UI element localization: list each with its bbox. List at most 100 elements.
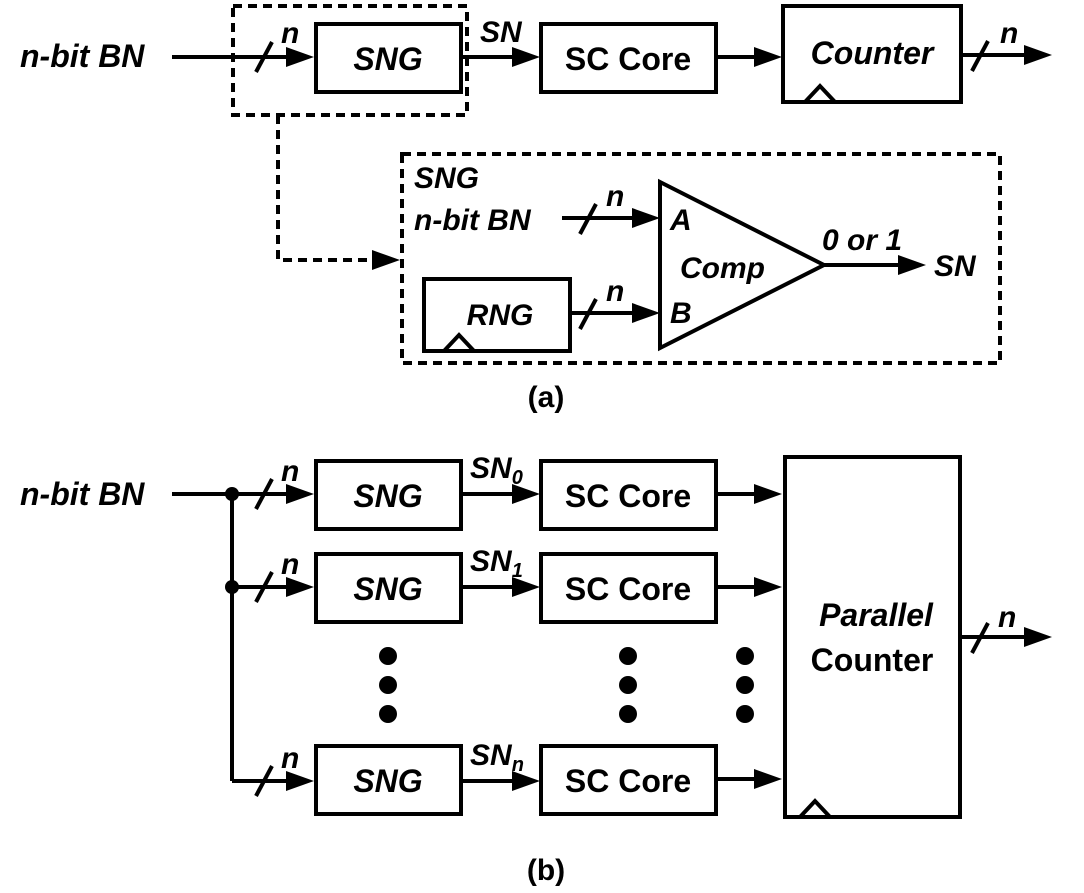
b-row-n: n SNG SNn SC Core bbox=[232, 739, 782, 816]
b-ellipsis-dot bbox=[379, 705, 397, 723]
a-detail-a-bus-slash bbox=[578, 203, 598, 235]
b-row-0-sn-sub: 0 bbox=[512, 467, 523, 489]
b-row-1: n SNG SN1 SC Core bbox=[232, 545, 782, 624]
a-sc-core-label: SC Core bbox=[565, 41, 691, 77]
b-ellipsis-dot bbox=[736, 705, 754, 723]
b-counter-clock-icon bbox=[798, 798, 832, 819]
a-rng-box bbox=[422, 277, 572, 353]
b-row-n-sn-arrowhead bbox=[512, 771, 540, 791]
b-ellipsis-dot bbox=[736, 647, 754, 665]
a-detail-output-label: SN bbox=[934, 250, 977, 283]
b-parallel-counter-box bbox=[783, 455, 962, 819]
b-row-1-sng-label: SNG bbox=[353, 571, 422, 607]
b-row-n-sn-sub: n bbox=[512, 754, 524, 776]
b-row-0-in-arrowhead bbox=[286, 484, 314, 504]
a-counter-clock-icon bbox=[803, 83, 837, 104]
a-detail-connector-arrowhead bbox=[372, 250, 400, 270]
b-row-0-sn-label: SN0 bbox=[470, 452, 523, 489]
b-row-1-in-arrowhead bbox=[286, 577, 314, 597]
b-row-1-out-arrowhead bbox=[754, 577, 782, 597]
a-input-label: n-bit BN bbox=[20, 38, 145, 74]
a-detail-b-arrowhead bbox=[632, 303, 660, 323]
a-sc-core-box bbox=[539, 22, 718, 94]
b-caption: (b) bbox=[527, 854, 565, 887]
b-row-1-bus-label: n bbox=[281, 548, 299, 581]
figure-a: n-bit BN n SNG SN SC Core Counter n bbox=[20, 4, 1052, 414]
b-ellipsis-dot bbox=[619, 647, 637, 665]
a-bus-slash bbox=[254, 41, 274, 73]
a-output-bus-slash bbox=[970, 40, 990, 72]
a-sn-label: SN bbox=[480, 16, 523, 49]
b-input-label: n-bit BN bbox=[20, 476, 145, 512]
a-detail-a-arrowhead bbox=[632, 208, 660, 228]
a-port-b-label: B bbox=[670, 297, 692, 330]
b-row-0-sng-label: SNG bbox=[353, 478, 422, 514]
a-port-a-label: A bbox=[669, 204, 692, 237]
b-counter-line1: Parallel bbox=[819, 597, 934, 633]
b-row-n-in-arrowhead bbox=[286, 771, 314, 791]
b-row-0-sng-box bbox=[314, 459, 463, 531]
b-row-0-sc-core-box bbox=[539, 459, 718, 531]
b-ellipsis-dot bbox=[619, 705, 637, 723]
a-detail-b-bus-label: n bbox=[606, 275, 624, 308]
b-row-1-sng-box bbox=[314, 552, 463, 624]
b-ellipsis-dot bbox=[379, 676, 397, 694]
a-sng-box bbox=[314, 22, 463, 94]
b-counter-line2: Counter bbox=[811, 642, 934, 678]
b-row-n-sng-box bbox=[314, 744, 463, 816]
b-row-0-sn-base: SN bbox=[470, 452, 513, 485]
a-counter-box bbox=[781, 4, 963, 104]
b-row-0-sc-core-label: SC Core bbox=[565, 478, 691, 514]
b-ellipsis-dot bbox=[379, 647, 397, 665]
b-row-1-sn-arrowhead bbox=[512, 577, 540, 597]
b-row-n-sng-label: SNG bbox=[353, 763, 422, 799]
a-core-out-arrowhead bbox=[754, 47, 782, 67]
a-detail-input-label: n-bit BN bbox=[414, 204, 532, 237]
a-sn-arrowhead bbox=[512, 47, 540, 67]
b-output-bus-slash bbox=[970, 622, 990, 654]
b-output-arrowhead bbox=[1024, 627, 1052, 647]
b-row-0-bus-slash bbox=[254, 478, 274, 510]
a-caption: (a) bbox=[528, 381, 565, 414]
b-row-1-sn-label: SN1 bbox=[470, 545, 523, 582]
b-row-0-out-arrowhead bbox=[754, 484, 782, 504]
b-row-n-sn-base: SN bbox=[470, 739, 513, 772]
a-sng-highlight bbox=[231, 4, 469, 117]
b-row-n-bus-label: n bbox=[281, 742, 299, 775]
b-row-n-out-arrowhead bbox=[754, 769, 782, 789]
b-row-1-sn-sub: 1 bbox=[512, 560, 523, 582]
b-ellipsis-dot bbox=[736, 676, 754, 694]
a-output-value: 0 or 1 bbox=[822, 224, 902, 257]
a-detail-a-bus-label: n bbox=[606, 180, 624, 213]
b-row-n-sc-core-label: SC Core bbox=[565, 763, 691, 799]
a-sng-label: SNG bbox=[353, 41, 422, 77]
a-comp-out-arrowhead bbox=[898, 255, 926, 275]
a-bus-label: n bbox=[281, 17, 299, 50]
b-ellipsis-dot bbox=[619, 676, 637, 694]
b-row-0-sn-arrowhead bbox=[512, 484, 540, 504]
b-row-n-sn-label: SNn bbox=[470, 739, 524, 776]
a-input-arrowhead bbox=[286, 47, 314, 67]
a-comparator bbox=[658, 178, 829, 352]
a-output-bus-label: n bbox=[1000, 17, 1018, 50]
a-detail-connector bbox=[276, 115, 380, 262]
a-comp-label: Comp bbox=[680, 252, 765, 285]
figure-b: n-bit BN n SNG SN0 SC Core n bbox=[20, 452, 1052, 887]
b-ellipsis bbox=[379, 647, 754, 723]
a-rng-clock-icon bbox=[442, 332, 476, 353]
b-row-0: n SNG SN0 SC Core bbox=[232, 452, 782, 531]
b-row-0-bus-label: n bbox=[281, 455, 299, 488]
b-output-bus-label: n bbox=[998, 601, 1016, 634]
b-row-n-sc-core-box bbox=[539, 744, 718, 816]
b-row-1-bus-slash bbox=[254, 571, 274, 603]
a-detail-b-bus-slash bbox=[578, 298, 598, 330]
b-row-1-sn-base: SN bbox=[470, 545, 513, 578]
a-detail-title: SNG bbox=[414, 162, 479, 195]
a-rng-label: RNG bbox=[467, 299, 534, 332]
b-row-1-sc-core-box bbox=[539, 552, 718, 624]
a-output-arrowhead bbox=[1024, 45, 1052, 65]
a-counter-label: Counter bbox=[811, 35, 935, 71]
b-row-1-sc-core-label: SC Core bbox=[565, 571, 691, 607]
b-row-n-bus-slash bbox=[254, 765, 274, 797]
